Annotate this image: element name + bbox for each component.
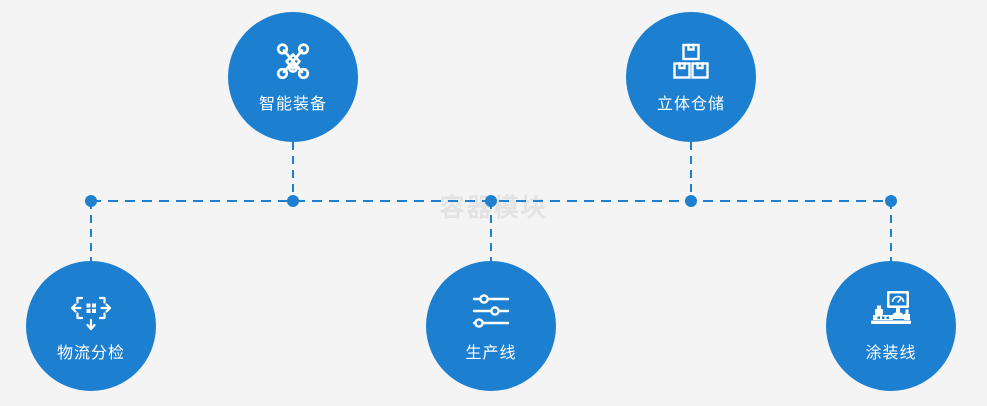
node-label-paint-line: 涂装线 [865, 345, 917, 362]
node-paint-line[interactable]: 涂装线 [826, 261, 956, 391]
node-label-smart-equipment: 智能装备 [258, 96, 327, 113]
watermark-text: 容器模块 [439, 194, 548, 222]
stacked-boxes-icon [667, 38, 715, 86]
paint-booth-machine-icon [867, 287, 915, 335]
node-label-production-line: 生产线 [465, 345, 517, 362]
node-label-warehouse: 立体仓储 [656, 96, 725, 113]
network-nodes-icon [269, 38, 317, 86]
node-warehouse[interactable]: 立体仓储 [626, 12, 756, 142]
node-logistics-sorting[interactable]: 物流分检 [26, 261, 156, 391]
node-label-logistics-sorting: 物流分检 [56, 345, 125, 362]
sliders-icon [467, 287, 515, 335]
node-smart-equipment[interactable]: 智能装备 [228, 12, 358, 142]
sorting-distribute-icon [67, 287, 115, 335]
node-production-line[interactable]: 生产线 [426, 261, 556, 391]
